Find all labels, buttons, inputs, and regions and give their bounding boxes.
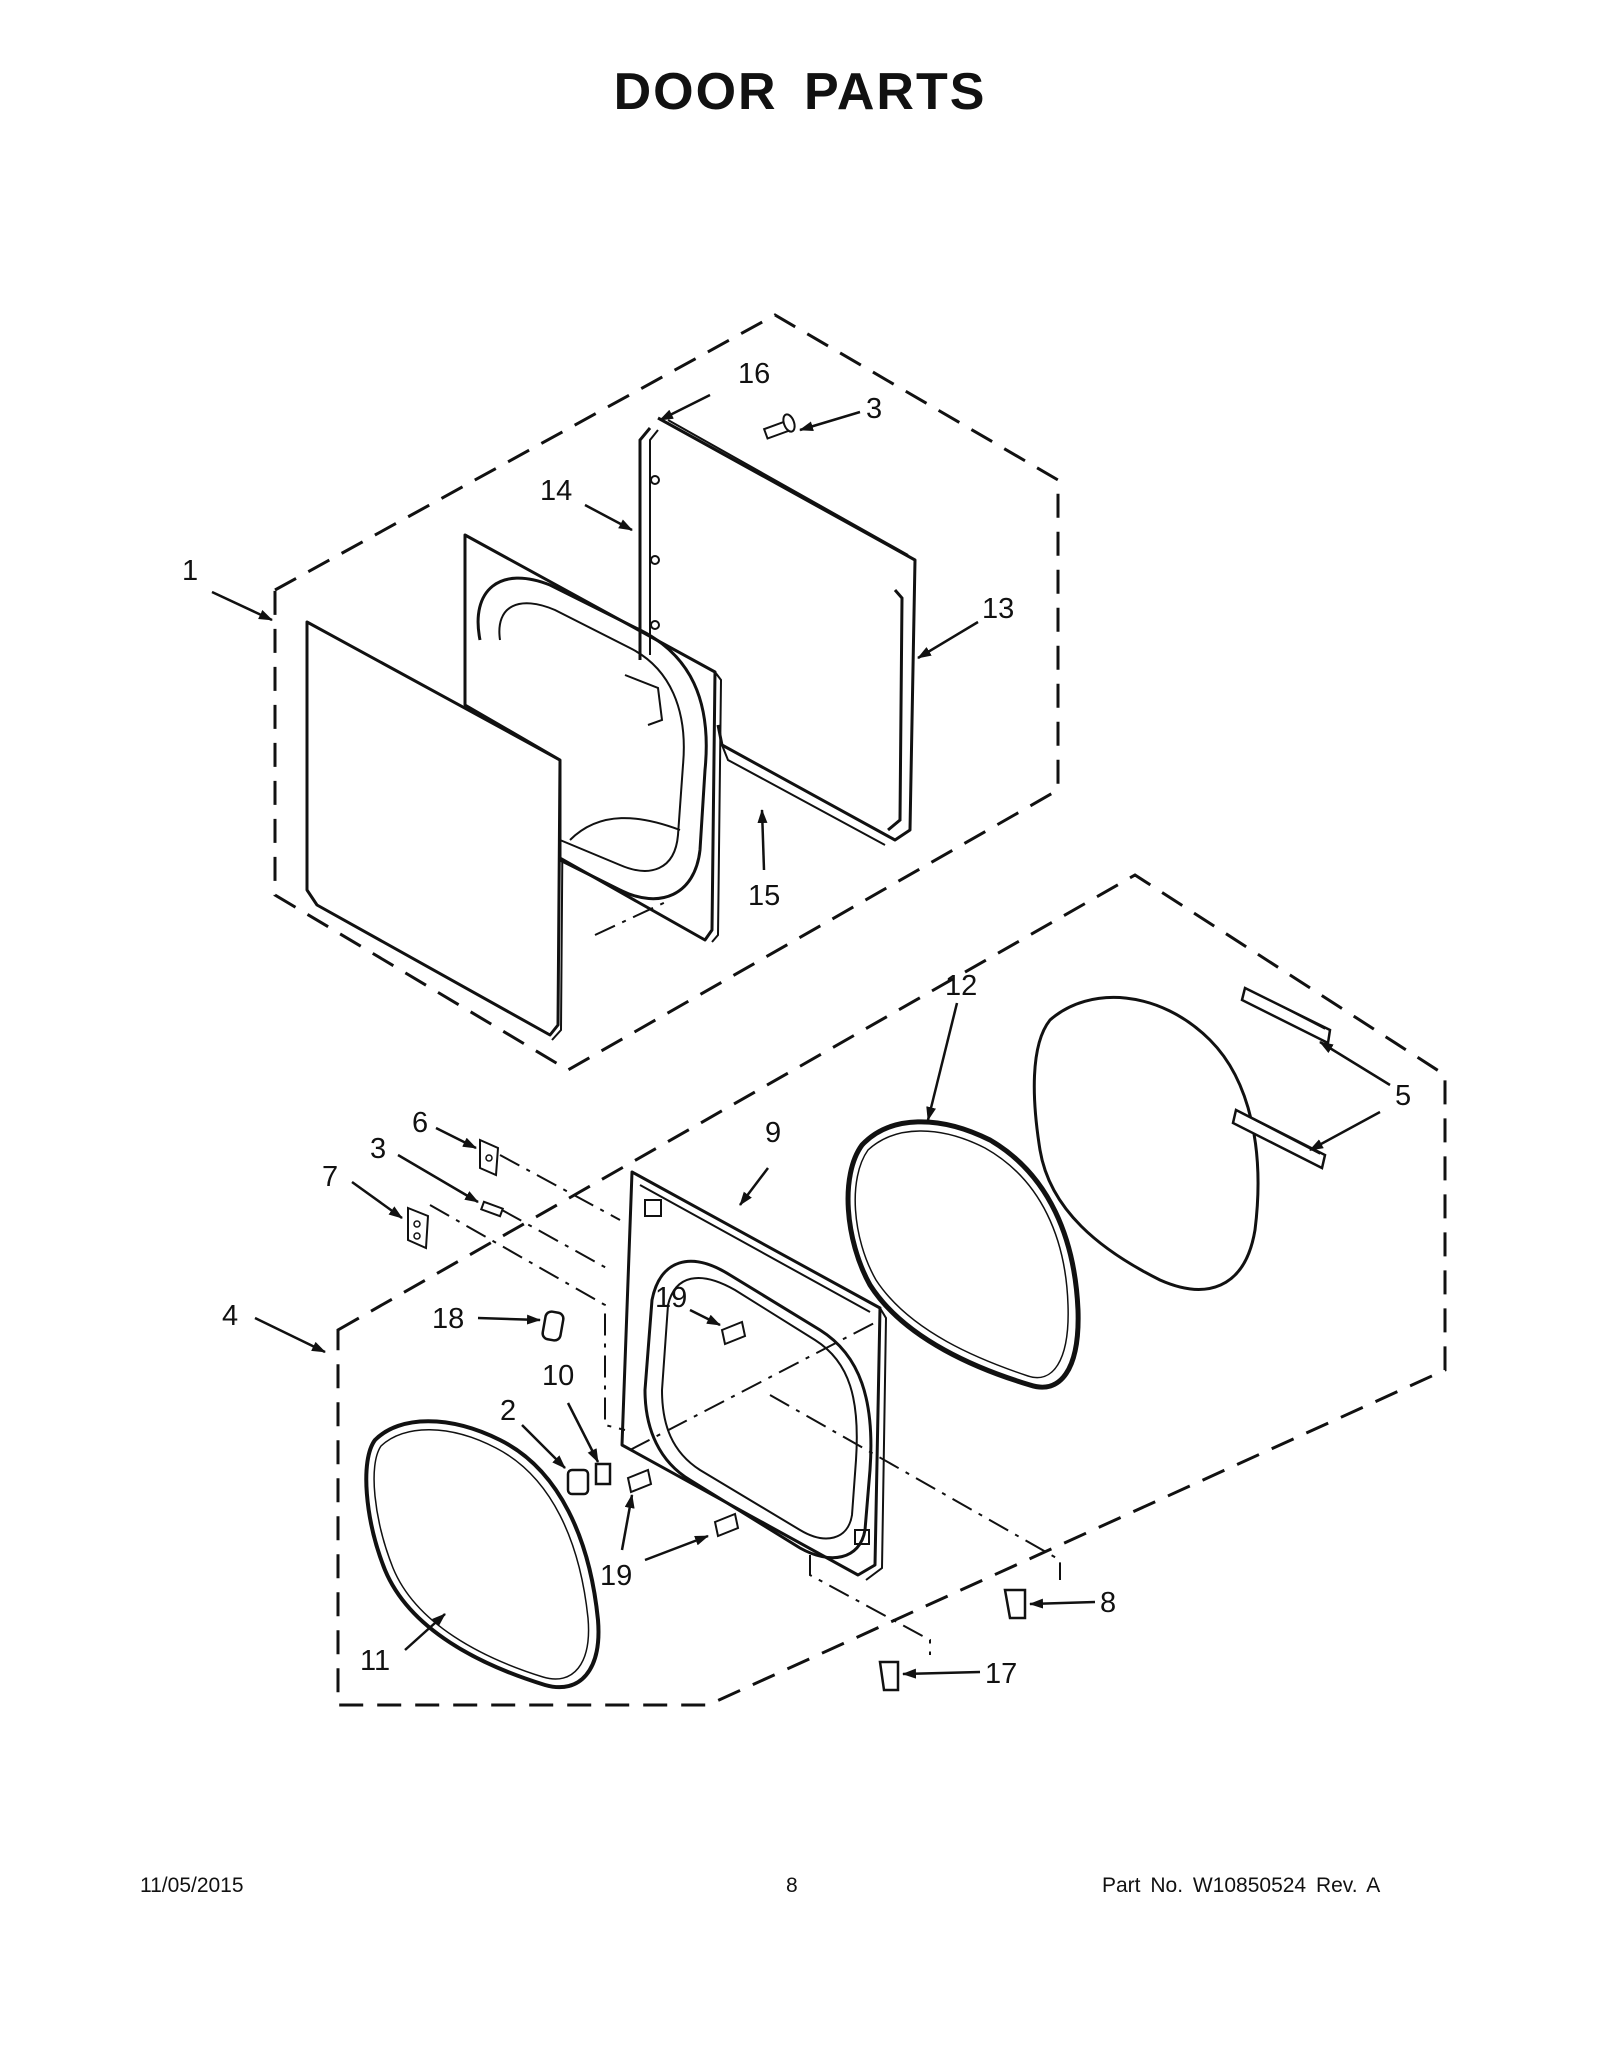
assembly-4-boundary xyxy=(336,873,1447,1707)
callout-labels: 1 16 3 14 13 15 12 5 6 3 7 9 4 18 19 10 … xyxy=(182,358,1411,1690)
callout-18: 18 xyxy=(432,1303,464,1335)
assembly-1-boundary xyxy=(273,313,1060,1072)
footer-date: 11/05/2015 xyxy=(140,1874,244,1897)
door-glass xyxy=(1032,995,1260,1291)
callout-19-upper: 19 xyxy=(655,1282,687,1314)
callout-19-lower: 19 xyxy=(600,1560,632,1592)
callout-4: 4 xyxy=(222,1300,238,1332)
callout-13: 13 xyxy=(982,593,1014,625)
callout-7: 7 xyxy=(322,1161,338,1193)
callout-16: 16 xyxy=(738,358,770,390)
inner-door-panel xyxy=(620,1170,888,1581)
callout-17: 17 xyxy=(985,1658,1017,1690)
footer-part-number: Part No. W10850524 Rev. A xyxy=(1102,1874,1381,1897)
footer-page-number: 8 xyxy=(786,1874,798,1897)
hinge-cover-8 xyxy=(1003,1588,1027,1620)
door-liner-panel xyxy=(463,533,723,943)
plug-18 xyxy=(541,1310,565,1342)
latch-10 xyxy=(594,1462,612,1486)
callout-3-upper: 3 xyxy=(866,393,882,425)
screw-lower-3 xyxy=(479,1200,505,1218)
callout-12: 12 xyxy=(945,970,977,1002)
callout-2: 2 xyxy=(500,1395,516,1427)
callout-10: 10 xyxy=(542,1360,574,1392)
callout-3-lower: 3 xyxy=(370,1133,386,1165)
hinge-7 xyxy=(407,1206,430,1250)
callout-9: 9 xyxy=(765,1117,781,1149)
door-gasket xyxy=(845,1119,1081,1390)
callout-11: 11 xyxy=(360,1645,390,1677)
hinge-cover-17 xyxy=(878,1660,900,1692)
strike-2 xyxy=(566,1468,590,1496)
screws-19 xyxy=(626,1320,747,1538)
leader-arrows xyxy=(211,393,1391,1679)
callout-5: 5 xyxy=(1395,1080,1411,1112)
callout-15: 15 xyxy=(748,880,780,912)
hinge-6 xyxy=(479,1138,500,1177)
callout-1: 1 xyxy=(182,555,198,587)
alignment-lines xyxy=(429,899,1061,1655)
callout-8: 8 xyxy=(1100,1587,1116,1619)
door-trim-ring xyxy=(364,1419,601,1690)
callout-6: 6 xyxy=(412,1107,428,1139)
screw-upper xyxy=(762,413,796,440)
callout-14: 14 xyxy=(540,475,572,507)
door-frame xyxy=(638,416,917,846)
page-title: DOOR PARTS xyxy=(613,63,987,121)
